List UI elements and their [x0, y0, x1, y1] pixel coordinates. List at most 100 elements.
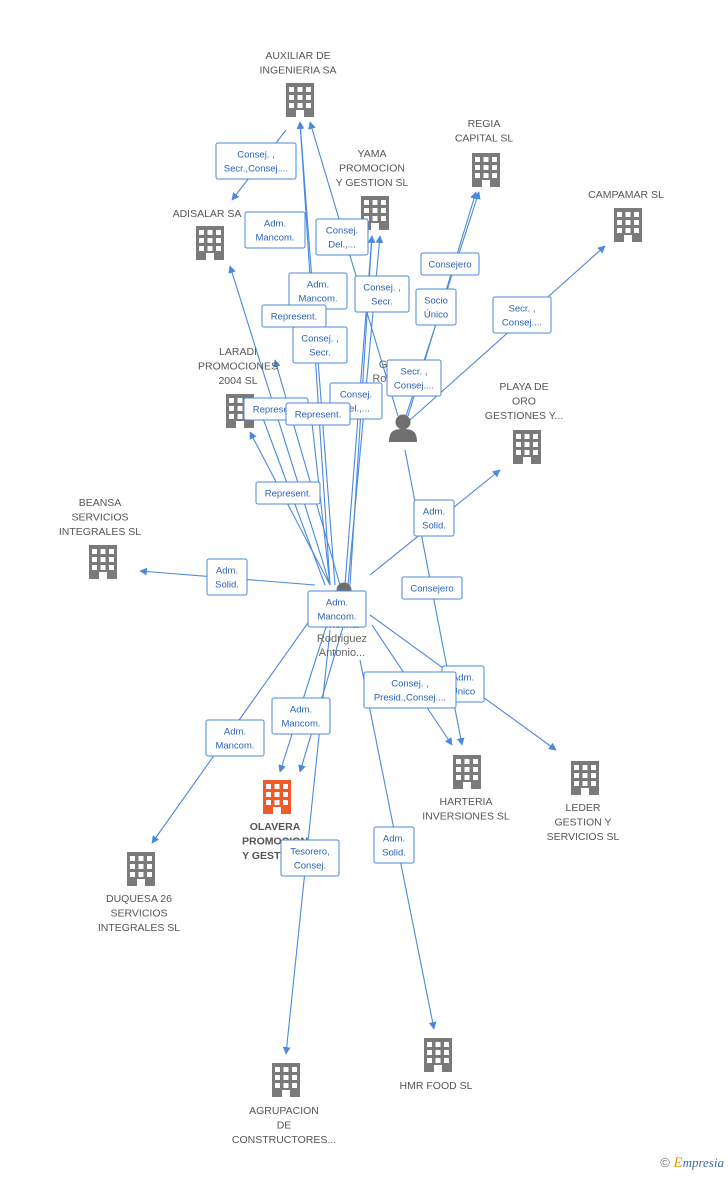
edge-label-9[interactable]: Consej. ,Secr.: [292, 326, 348, 364]
edge-label-text: Represent.: [265, 489, 311, 500]
building-icon: [127, 852, 155, 886]
node-label: BEANSA: [79, 497, 122, 509]
edge-line-18: [278, 604, 334, 773]
node-hmr[interactable]: HMR FOOD SL: [400, 1038, 473, 1092]
building-icon: [424, 1038, 452, 1072]
node-label: INVERSIONES SL: [422, 811, 510, 823]
edge-label-box: [280, 839, 340, 877]
edge-label-2[interactable]: Consej.Del.,...: [315, 218, 369, 256]
edge-label-8[interactable]: Represent.: [261, 304, 327, 328]
node-label: HARTERIA: [440, 796, 493, 808]
node-adisalar[interactable]: ADISALAR SA: [173, 208, 242, 260]
node-leder[interactable]: LEDER GESTION Y SERVICIOS SL: [547, 761, 620, 843]
edge-label-5[interactable]: Secr. ,Consej....: [492, 296, 552, 334]
edge-label-20[interactable]: Consej. ,Presid.,Consej....: [363, 671, 457, 709]
edge-label-text: Mancom.: [298, 294, 337, 305]
edge-label-text: Secr.,Consej....: [224, 164, 288, 175]
edge-label-7[interactable]: Consej. ,Secr.: [354, 275, 410, 313]
edge-label-text: Adm.: [216, 566, 238, 577]
edge-label-box: [386, 359, 442, 397]
node-laradi[interactable]: LARADI PROMOCIONES 2004 SL: [198, 346, 278, 428]
edge-label-box: [255, 481, 321, 505]
node-label: ORO: [512, 396, 536, 408]
node-label: LARADI: [219, 346, 257, 358]
footer-brand[interactable]: © Empresia: [660, 1155, 724, 1172]
edge-label-text: Consejero: [410, 584, 453, 595]
node-label: INGENIERIA SA: [259, 65, 336, 77]
brand-initial: E: [673, 1155, 683, 1171]
edge-label-box: [244, 211, 306, 249]
edge-label-text: Mancom.: [317, 612, 356, 623]
node-label: PROMOCIONES: [198, 361, 278, 373]
edge-label-text: Adm.: [224, 727, 246, 738]
edge-label-box: [285, 402, 351, 426]
edge-label-text: Consej.: [340, 390, 372, 401]
node-auxiliar[interactable]: AUXILIAR DE INGENIERIA SA: [259, 50, 337, 117]
node-playa[interactable]: PLAYA DE ORO GESTIONES Y...: [485, 381, 563, 464]
node-agrupacion[interactable]: AGRUPACIONDECONSTRUCTORES...: [232, 1063, 336, 1146]
node-harteria[interactable]: HARTERIA INVERSIONES SL: [422, 755, 510, 823]
node-label: CAMPAMAR SL: [588, 189, 664, 201]
edge-label-18[interactable]: Adm.Mancom.: [271, 697, 331, 735]
edge-label-text: Adm.: [452, 673, 474, 684]
node-label: SERVICIOS SL: [547, 831, 620, 843]
edge-label-text: Mancom.: [215, 741, 254, 752]
edge-label-box: [205, 719, 265, 757]
building-icon: [571, 761, 599, 795]
node-label: YAMA: [358, 148, 387, 160]
node-label: DE: [277, 1120, 292, 1132]
node-label: LEDER: [565, 802, 600, 814]
edge-label-box: [206, 558, 248, 596]
edge-label-text: Consej. ,: [391, 679, 429, 690]
node-label: Antonio...: [319, 647, 365, 659]
edge-label-17[interactable]: Consejero: [401, 576, 463, 600]
building-icon: [472, 153, 500, 187]
edge-label-13[interactable]: Represent.: [285, 402, 351, 426]
edge-label-text: Secr.: [309, 348, 331, 359]
person-icon: [389, 414, 417, 442]
node-label: GESTION Y: [555, 817, 612, 829]
edge-label-box: [420, 252, 480, 276]
node-label: AGRUPACION: [249, 1105, 319, 1117]
edge-label-10[interactable]: Secr. ,Consej....: [386, 359, 442, 397]
edge-label-16[interactable]: Adm. Solid.: [206, 558, 248, 596]
edge-label-0[interactable]: Consej. ,Secr.,Consej....: [215, 142, 297, 180]
edge-label-text: Adm.: [423, 507, 445, 518]
building-icon: [196, 226, 224, 260]
node-label: GESTIONES Y...: [485, 410, 563, 422]
edge-label-text: Adm.: [264, 219, 286, 230]
edge-label-text: Del.,...: [342, 404, 369, 415]
building-icon: [286, 83, 314, 117]
node-label: INTEGRALES SL: [98, 922, 180, 934]
edge-label-text: Consej.: [326, 226, 358, 237]
edge-label-1[interactable]: Adm.Mancom.: [244, 211, 306, 249]
edge-label-text: Adm.: [383, 834, 405, 845]
edge-label-box: [315, 218, 369, 256]
edge-label-box: [292, 326, 348, 364]
edge-label-15[interactable]: Adm.Solid.: [413, 499, 455, 537]
edge-line-14: [249, 431, 331, 586]
edge-label-21[interactable]: Adm. Mancom.: [205, 719, 265, 757]
edge-label-text: Único: [451, 687, 475, 698]
edge-label-6[interactable]: Adm.Mancom.: [288, 272, 348, 310]
node-label: ADISALAR SA: [173, 208, 242, 220]
edge-label-23[interactable]: Tesorero,Consej.: [280, 839, 340, 877]
node-campamar[interactable]: CAMPAMAR SL: [588, 189, 664, 242]
edge-label-3[interactable]: Consejero: [420, 252, 480, 276]
node-label: 2004 SL: [218, 375, 257, 387]
node-label: SERVICIOS: [72, 512, 129, 524]
edge-label-text: Solid.: [215, 580, 239, 591]
edge-label-box: [354, 275, 410, 313]
building-icon: [513, 430, 541, 464]
edge-label-22[interactable]: Adm.Mancom.: [307, 590, 367, 628]
edge-label-14[interactable]: Represent.: [255, 481, 321, 505]
edge-label-24[interactable]: Adm.Solid.: [373, 826, 415, 864]
node-label: AUXILIAR DE: [265, 50, 330, 62]
edge-label-text: Secr. ,: [401, 367, 428, 378]
node-label: PLAYA DE: [499, 381, 548, 393]
